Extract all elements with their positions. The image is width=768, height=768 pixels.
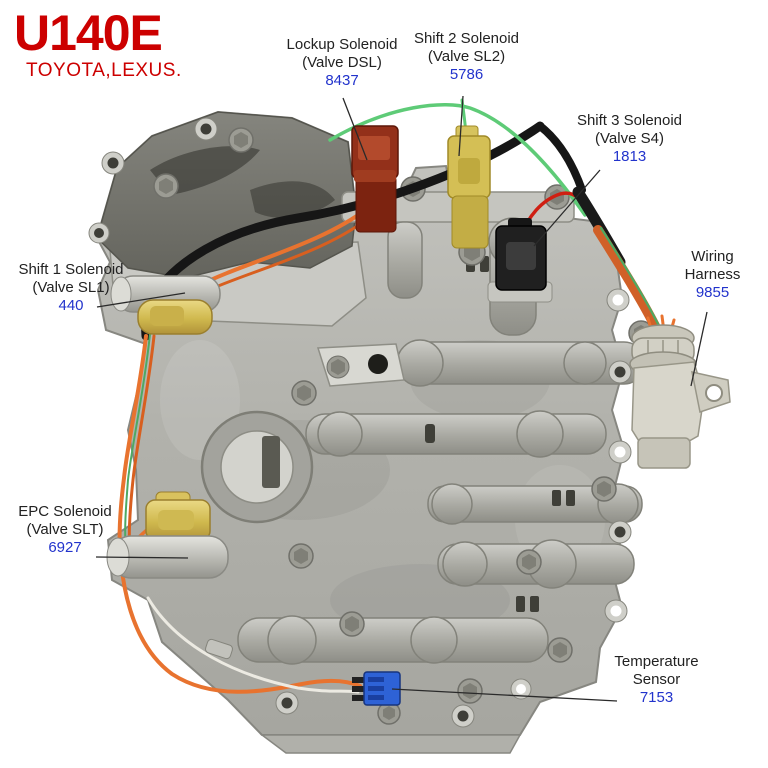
label-shift2-solenoid: Shift 2 Solenoid (Valve SL2) 5786 <box>394 30 539 84</box>
black-cable <box>536 122 586 194</box>
part-number: 9855 <box>695 284 730 301</box>
shift2-solenoid <box>447 125 491 249</box>
green-wire <box>124 333 151 553</box>
label-line: Shift 3 Solenoid <box>576 112 683 129</box>
page-subtitle: TOYOTA,LEXUS. <box>26 60 182 81</box>
part-number: 1813 <box>612 148 647 165</box>
shift1-solenoid <box>110 275 221 335</box>
part-number: 5786 <box>449 66 484 83</box>
part-number: 8437 <box>325 72 359 89</box>
leader-lines <box>95 95 708 702</box>
green-wire <box>328 102 587 217</box>
orange-wire <box>117 334 148 564</box>
part-number: 6927 <box>48 539 82 556</box>
label-lockup-solenoid: Lockup Solenoid (Valve DSL) 8437 <box>262 36 422 90</box>
leader-harness <box>690 311 708 387</box>
label-shift1-solenoid: Shift 1 Solenoid (Valve SL1) 440 <box>0 261 142 315</box>
label-line: EPC Solenoid <box>18 503 112 520</box>
label-wiring-harness: Wiring Harness 9855 <box>660 248 765 302</box>
label-line: (Valve DSL) <box>302 54 382 71</box>
temperature-sensor <box>352 671 401 706</box>
leader-lockup <box>342 97 368 161</box>
harness-bundle-orange <box>593 225 663 337</box>
label-line: (Valve SL1) <box>32 279 110 296</box>
wire-clip <box>205 638 233 660</box>
label-line: Temperature <box>614 653 699 670</box>
label-line: (Valve S4) <box>595 130 664 147</box>
label-line: Harness <box>684 266 741 283</box>
label-line: (Valve SL2) <box>427 48 506 65</box>
part-number: 440 <box>58 297 84 314</box>
label-line: Shift 2 Solenoid <box>413 30 520 47</box>
orange-wire <box>127 334 156 558</box>
shift3-solenoid <box>487 218 553 303</box>
label-line: Sensor <box>632 671 681 688</box>
lockup-solenoid <box>351 125 399 233</box>
bolt-holes <box>88 117 632 728</box>
label-shift3-solenoid: Shift 3 Solenoid (Valve S4) 1813 <box>552 112 707 166</box>
label-line: Wiring <box>691 248 734 265</box>
white-wire <box>146 596 360 694</box>
wiring-harness-connector <box>629 324 731 469</box>
label-epc-solenoid: EPC Solenoid (Valve SLT) 6927 <box>0 503 130 557</box>
leader-epc <box>95 556 189 559</box>
bottom-plate-edge <box>259 734 522 754</box>
part-number: 7153 <box>639 689 674 706</box>
main-bore <box>200 410 314 524</box>
label-line: Shift 1 Solenoid <box>18 261 124 278</box>
harness-bundle-green <box>599 226 663 332</box>
valve-body-casting <box>88 110 654 754</box>
label-line: Lockup Solenoid <box>286 36 398 53</box>
orange-wire <box>119 560 362 694</box>
leader-shift2 <box>458 95 464 157</box>
label-line: (Valve SLT) <box>26 521 104 538</box>
leader-shift3 <box>533 169 601 247</box>
leader-shift1 <box>96 292 186 308</box>
leader-temp <box>391 688 618 702</box>
label-temperature-sensor: Temperature Sensor 7153 <box>584 653 729 707</box>
page-title: U140E <box>14 5 163 61</box>
